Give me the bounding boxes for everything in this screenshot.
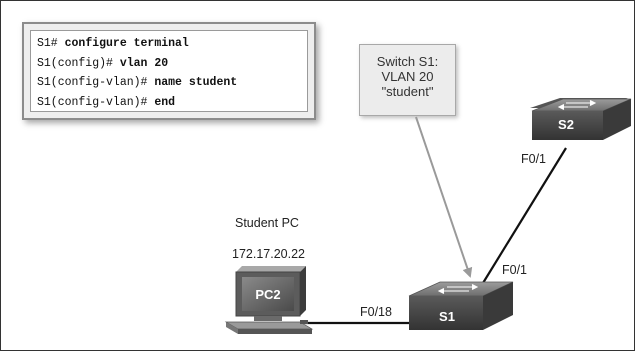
pc-ip-label: 172.17.20.22 [232,247,305,261]
s1-access-port-label: F0/18 [360,305,392,319]
callout-line-3: "student" [381,84,434,99]
cli-prompt: S1# [37,37,65,50]
callout-line-2: VLAN 20 [381,69,434,84]
cli-output-box: S1# configure terminal S1(config)# vlan … [22,22,316,120]
cli-line-3: S1(config-vlan)# name student [37,76,237,89]
cli-line-4: S1(config-vlan)# end [37,96,175,109]
cli-line-1: S1# configure terminal [37,37,189,50]
s1-uplink-port-label: F0/1 [502,263,528,277]
pc-student: PC2 [224,266,314,334]
switch-s1-label: S1 [439,309,455,324]
s2-port-label: F0/1 [521,152,547,166]
pc-title-label: Student PC [235,216,299,230]
cli-command: name student [154,76,238,89]
switch-s2: S2 [530,98,632,140]
cli-prompt: S1(config-vlan)# [37,95,155,109]
switch-s1: S1 [408,281,514,330]
callout-arrow [415,116,473,278]
callout-box: Switch S1: VLAN 20 "student" [359,44,456,116]
cli-command: end [154,95,176,109]
cli-prompt: S1(config)# [37,56,120,70]
pc-label: PC2 [255,287,280,302]
switch-s2-label: S2 [558,117,574,132]
cli-text: S1# configure terminal S1(config)# vlan … [30,30,308,112]
link-s1-s2 [482,147,567,284]
cli-prompt: S1(config-vlan)# [37,76,155,89]
cli-line-2: S1(config)# vlan 20 [37,57,168,70]
cli-command: vlan 20 [119,56,169,70]
cli-command: configure terminal [64,37,189,50]
callout-line-1: Switch S1: [376,54,439,69]
